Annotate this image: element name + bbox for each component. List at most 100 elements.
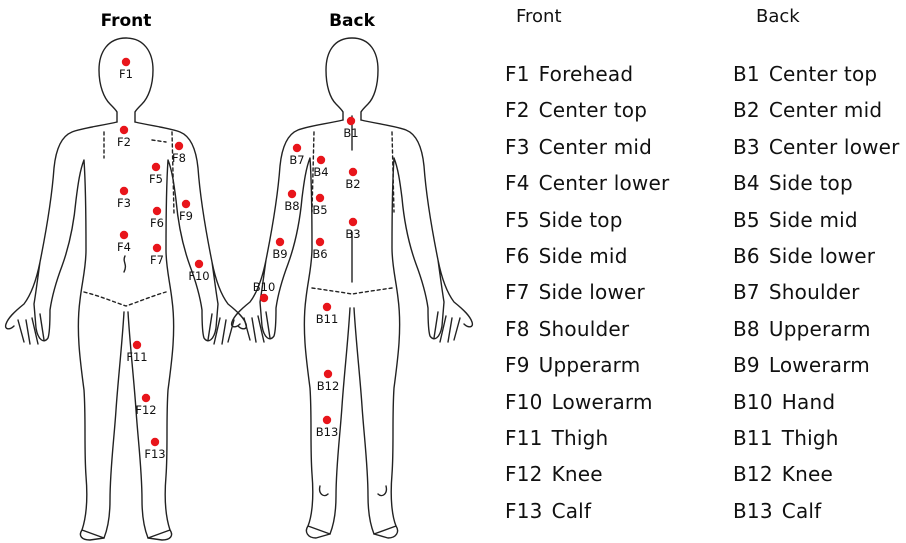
marker-label-b4: B4	[313, 165, 328, 179]
marker-label-f6: F6	[150, 216, 164, 230]
marker-dot-b3	[349, 218, 357, 226]
legend-code: B1	[733, 62, 760, 86]
legend-code: B12	[733, 462, 773, 486]
legend-item-b5: B5 Side mid	[733, 202, 900, 238]
body-map-figure: Front Back F1F2F3F4F5F6F7F8F9F10F11F12F1…	[0, 0, 490, 543]
legend-code: F10	[505, 390, 543, 414]
marker-dot-f11	[133, 341, 141, 349]
back-heels	[320, 486, 387, 496]
legend-code: F6	[505, 244, 530, 268]
legend-region-name: Side mid	[769, 208, 858, 232]
marker-label-b12: B12	[317, 379, 340, 393]
marker-label-f7: F7	[150, 253, 164, 267]
legend-code: F2	[505, 98, 530, 122]
legend-code: B11	[733, 426, 773, 450]
marker-dot-b5	[316, 194, 324, 202]
legend-region-name: Knee	[782, 462, 833, 486]
legend-item-f11: F11 Thigh	[505, 420, 669, 456]
legend-region-name: Lowerarm	[552, 390, 653, 414]
legend-region-name: Upperarm	[539, 353, 641, 377]
marker-label-f3: F3	[117, 196, 131, 210]
marker-dot-f3	[120, 187, 128, 195]
legend-item-f9: F9 Upperarm	[505, 347, 669, 383]
legend-code: B6	[733, 244, 760, 268]
marker-dot-b2	[349, 168, 357, 176]
marker-label-f9: F9	[179, 209, 193, 223]
marker-dot-f7	[153, 244, 161, 252]
legend-code: F4	[505, 171, 530, 195]
legend-code: F12	[505, 462, 543, 486]
legend-region-name: Thigh	[552, 426, 609, 450]
legend-region-name: Upperarm	[769, 317, 871, 341]
marker-dot-f1	[122, 58, 130, 66]
legend-region-name: Calf	[782, 499, 822, 523]
marker-dot-b4	[317, 156, 325, 164]
marker-dot-f4	[120, 231, 128, 239]
legend-region-name: Center top	[539, 98, 647, 122]
marker-label-b6: B6	[312, 247, 327, 261]
marker-dot-f9	[182, 200, 190, 208]
back-left-side	[232, 120, 350, 534]
legend-code: F11	[505, 426, 543, 450]
legend-region-name: Side top	[539, 208, 623, 232]
legend-code: B10	[733, 390, 773, 414]
legend-item-f2: F2 Center top	[505, 92, 669, 128]
legend-item-b6: B6 Side lower	[733, 238, 900, 274]
legend-region-name: Side lower	[539, 280, 645, 304]
marker-dot-b12	[324, 370, 332, 378]
marker-label-f1: F1	[119, 67, 133, 81]
front-figure-title: Front	[101, 11, 152, 31]
legend-code: F13	[505, 499, 543, 523]
legend-code: F9	[505, 353, 530, 377]
marker-label-f8: F8	[172, 151, 186, 165]
marker-label-f10: F10	[188, 269, 209, 283]
marker-dot-b11	[323, 303, 331, 311]
legend-region-name: Center mid	[769, 98, 882, 122]
legend-code: B2	[733, 98, 760, 122]
legend-code: B7	[733, 280, 760, 304]
marker-label-f5: F5	[149, 172, 163, 186]
legend-code: B5	[733, 208, 760, 232]
marker-dot-b10	[260, 294, 268, 302]
legend-front-heading: Front	[516, 6, 562, 27]
marker-label-b13: B13	[316, 425, 339, 439]
marker-dot-b7	[293, 144, 301, 152]
legend-item-b2: B2 Center mid	[733, 92, 900, 128]
marker-label-b7: B7	[289, 153, 304, 167]
legend-region-name: Side lower	[769, 244, 875, 268]
legend-region-name: Shoulder	[539, 317, 630, 341]
legend-region-name: Calf	[552, 499, 592, 523]
marker-label-f11: F11	[126, 350, 147, 364]
marker-dot-f13	[151, 438, 159, 446]
legend-item-b12: B12 Knee	[733, 456, 900, 492]
legend-region-name: Forehead	[539, 62, 634, 86]
marker-label-f2: F2	[117, 135, 131, 149]
legend-region-name: Center lower	[539, 171, 670, 195]
legend-code: B3	[733, 135, 760, 159]
marker-label-b3: B3	[345, 227, 360, 241]
legend-item-b8: B8Upperarm	[733, 311, 900, 347]
front-right-side	[128, 122, 246, 538]
marker-label-f13: F13	[144, 447, 165, 461]
legend-code: F5	[505, 208, 530, 232]
legend-item-f7: F7 Side lower	[505, 274, 669, 310]
marker-label-b10: B10	[253, 280, 276, 294]
legend-code: F7	[505, 280, 530, 304]
front-markers-group: F1F2F3F4F5F6F7F8F9F10F11F12F13	[117, 58, 210, 461]
front-left-side	[6, 122, 124, 538]
legend-region-name: Center mid	[539, 135, 652, 159]
legend-item-f4: F4 Center lower	[505, 165, 669, 201]
legend-region-name: Center lower	[769, 135, 900, 159]
legend-item-f13: F13 Calf	[505, 493, 669, 529]
legend-item-f12: F12Knee	[505, 456, 669, 492]
legend-back-heading: Back	[756, 6, 800, 27]
